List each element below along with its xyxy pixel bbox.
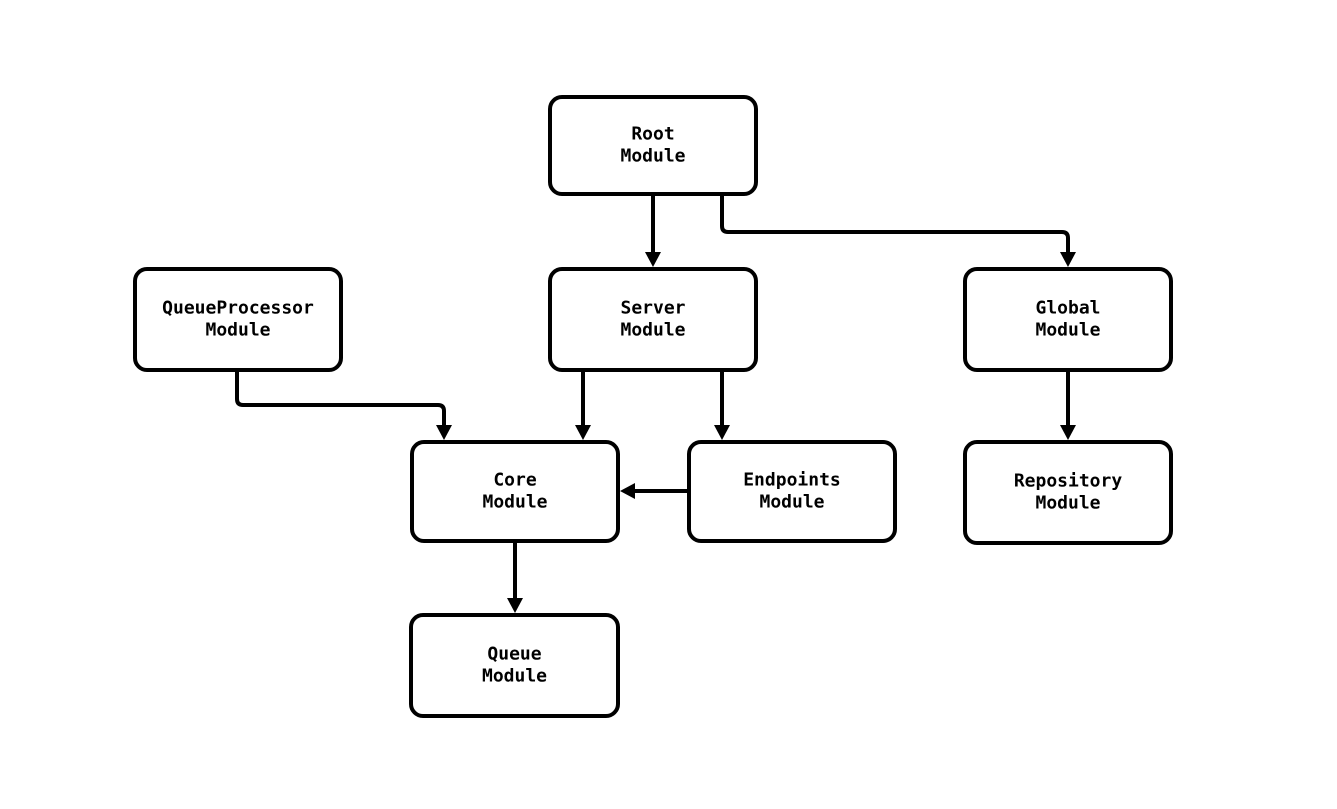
edge-server-to-core-arrowhead-icon: [575, 425, 591, 440]
edge-root-to-global-arrowhead-icon: [1060, 252, 1076, 267]
root-module-node-label-line2: Module: [620, 146, 685, 167]
edge-server-to-endpoints: [714, 372, 730, 440]
edge-global-to-repository: [1060, 372, 1076, 440]
endpoints-module-node-label-line2: Module: [759, 492, 824, 513]
queueprocessor-module-node-label-line2: Module: [205, 320, 270, 341]
global-module-node-label-line1: Global: [1035, 298, 1100, 319]
repository-module-node-label-line2: Module: [1035, 493, 1100, 514]
core-module-node-label-line1: Core: [493, 470, 537, 491]
root-module-node-box[interactable]: [548, 95, 758, 196]
edge-endpoints-to-core-arrowhead-icon: [620, 483, 635, 499]
server-module-node-label-line1: Server: [620, 298, 685, 319]
queue-module-node-label-line2: Module: [482, 666, 547, 687]
edge-endpoints-to-core: [620, 483, 687, 499]
global-module-node-box[interactable]: [963, 267, 1173, 372]
repository-module-node-label-line1: Repository: [1014, 471, 1123, 492]
edge-global-to-repository-arrowhead-icon: [1060, 425, 1076, 440]
edge-root-to-global: [720, 196, 1076, 267]
edge-queueprocessor-to-core: [235, 372, 452, 440]
edges-layer: [235, 196, 1076, 613]
server-module-node-label-line2: Module: [620, 320, 685, 341]
server-module-node-box[interactable]: [548, 267, 758, 372]
core-module-node-box[interactable]: [410, 440, 620, 543]
nodes-layer: RootModuleQueueProcessorModuleServerModu…: [133, 95, 1173, 718]
edge-core-to-queue-arrowhead-icon: [507, 598, 523, 613]
edge-server-to-core: [575, 372, 591, 440]
queueprocessor-module-node-box[interactable]: [133, 267, 343, 372]
queueprocessor-module-node-label-line1: QueueProcessor: [162, 298, 314, 319]
core-module-node-label-line2: Module: [482, 492, 547, 513]
edge-root-to-global-line: [720, 196, 1070, 252]
queue-module-node-box[interactable]: [409, 613, 620, 718]
edge-core-to-queue: [507, 543, 523, 613]
queue-module-node-label-line1: Queue: [487, 644, 541, 665]
edge-root-to-server-arrowhead-icon: [645, 252, 661, 267]
endpoints-module-node-box[interactable]: [687, 440, 897, 543]
repository-module-node-box[interactable]: [963, 440, 1173, 545]
global-module-node-label-line2: Module: [1035, 320, 1100, 341]
edge-queueprocessor-to-core-arrowhead-icon: [436, 425, 452, 440]
root-module-node-label-line1: Root: [631, 124, 674, 145]
edge-server-to-endpoints-arrowhead-icon: [714, 425, 730, 440]
edge-root-to-server: [645, 196, 661, 267]
endpoints-module-node-label-line1: Endpoints: [743, 470, 841, 491]
edge-queueprocessor-to-core-line: [235, 372, 446, 425]
